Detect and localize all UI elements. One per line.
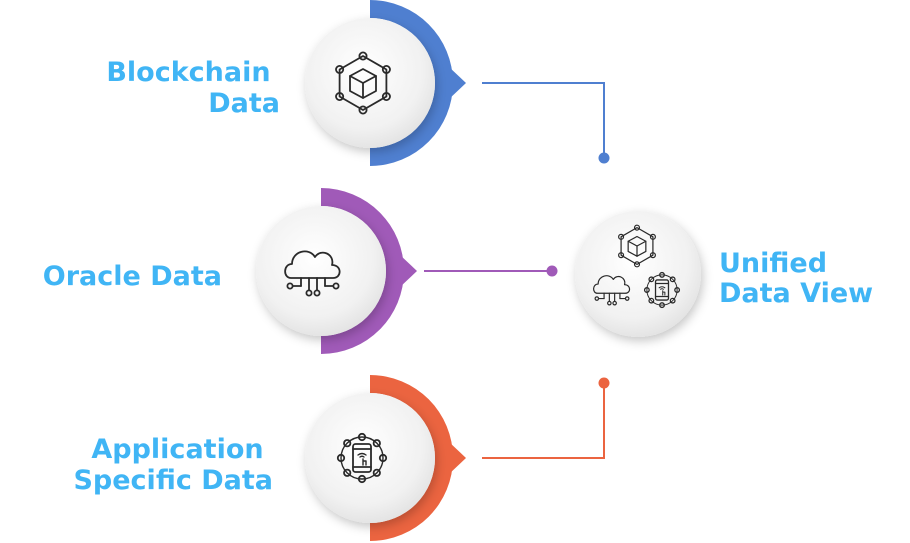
- source-node-application: Application Specific Data: [73, 375, 466, 541]
- blockchain-disc: [305, 18, 435, 148]
- blockchain-pointer: [448, 66, 466, 100]
- label-line: Oracle Data: [43, 261, 222, 292]
- label-line: Blockchain: [106, 57, 270, 88]
- unified-disc: [575, 211, 701, 337]
- label-line: Unified: [719, 248, 827, 279]
- oracle-pointer: [399, 254, 417, 288]
- target-node-unified: Unified Data View: [575, 211, 873, 337]
- oracle-arc: [321, 188, 404, 354]
- source-label-oracle: Oracle Data: [43, 261, 222, 292]
- label-line: Data View: [719, 278, 873, 309]
- oracle-disc: [256, 206, 386, 336]
- application-pointer: [448, 441, 466, 475]
- application-disc: [305, 393, 435, 523]
- connector-oracle: [424, 265, 558, 277]
- connector-blockchain: [482, 82, 610, 164]
- connector-application: [482, 377, 610, 459]
- label-line: Data: [208, 88, 280, 119]
- source-label-application: Application Specific Data: [73, 434, 273, 496]
- label-line: Application: [91, 434, 263, 465]
- source-node-oracle: Oracle Data: [43, 188, 417, 354]
- blockchain-arc: [370, 0, 453, 166]
- target-label-unified: Unified Data View: [719, 248, 873, 309]
- application-arc: [370, 375, 453, 541]
- source-node-blockchain: Blockchain Data: [106, 0, 466, 166]
- source-label-blockchain: Blockchain Data: [106, 57, 280, 119]
- label-line: Specific Data: [73, 465, 273, 496]
